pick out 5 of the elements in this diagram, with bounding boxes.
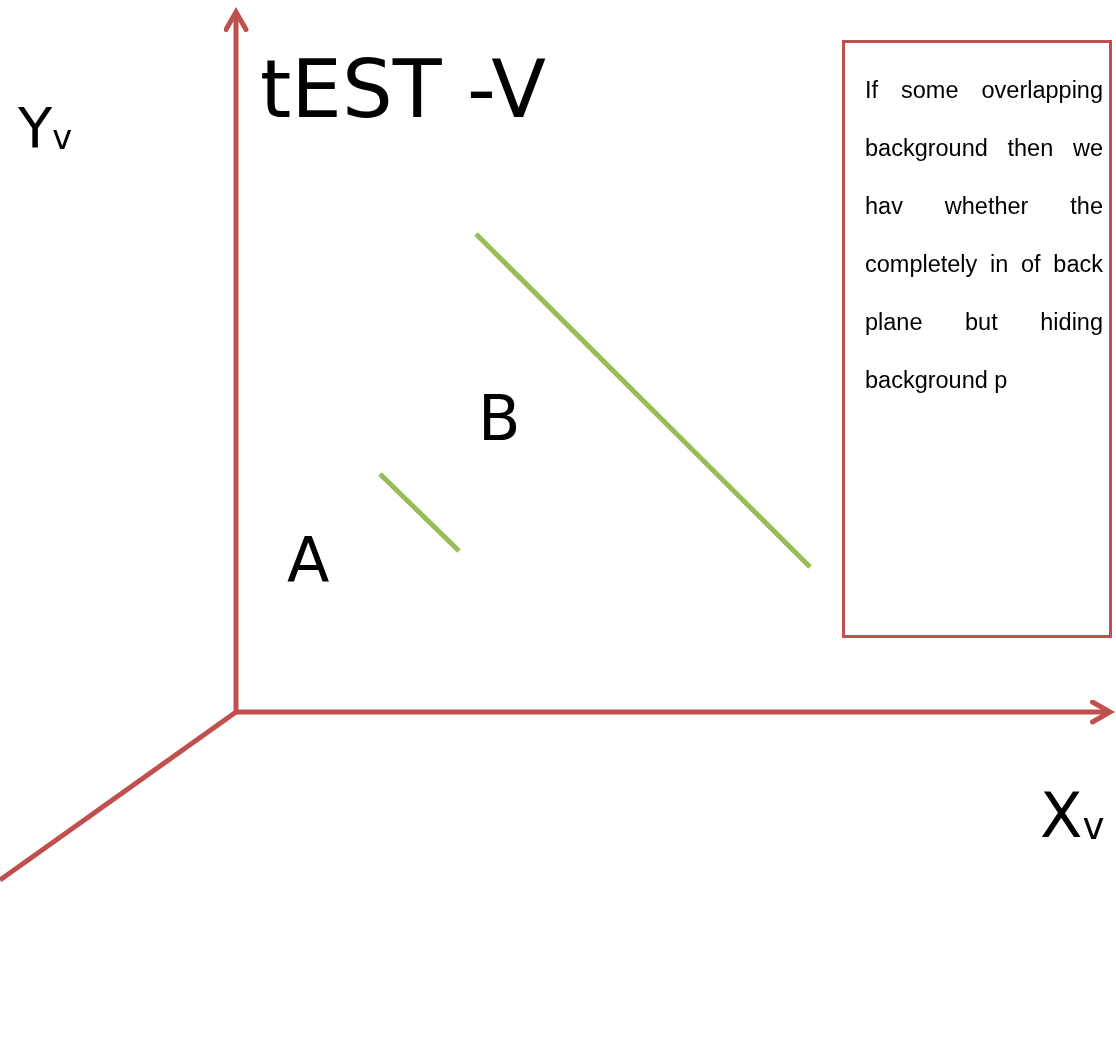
text-box xyxy=(842,40,1112,638)
segment-label: B xyxy=(478,388,521,450)
paragraph: If some overlapping background then we hav whether the completely in of back plane but hiding background p xyxy=(865,76,1103,395)
title: tEST -V xyxy=(260,50,546,130)
segment-label: A xyxy=(287,530,330,592)
